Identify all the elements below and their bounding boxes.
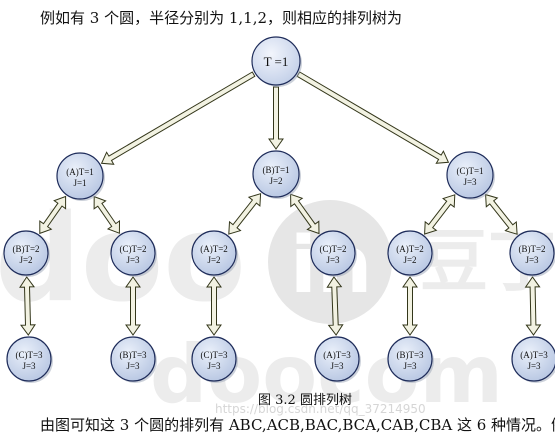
node-label-line2: J=3	[403, 361, 417, 371]
node-label-line2: J=3	[330, 361, 344, 371]
edge-l2-to-l3-5	[402, 276, 418, 336]
node-label-line2: J=3	[326, 255, 340, 265]
edge-l1-to-l2-1	[39, 195, 67, 235]
edge-root-to-l1-3	[296, 71, 450, 164]
tree-node-l2-1: (B)T=2J=2	[3, 230, 50, 277]
node-label-line2: J=2	[207, 255, 220, 265]
edge-root-to-l1-2	[268, 86, 284, 150]
tree-node-l3-5: (B)T=3J=3	[387, 336, 434, 383]
node-label-line1: (B)T=3	[119, 350, 147, 360]
tree-node-l2-5: (A)T=2J=2	[387, 230, 434, 277]
root-label: T =1	[264, 54, 289, 69]
tree-node-root: T =1	[251, 36, 302, 87]
node-label-line1: (C)T=1	[456, 166, 483, 176]
node-label-line2: J=3	[22, 361, 36, 371]
node-label-line1: (C)T=2	[319, 244, 346, 254]
watermark-url: https://blog.csdn.net/qq_37214950	[215, 402, 426, 416]
node-label-line2: J=2	[403, 255, 416, 265]
node-label-line2: J=3	[527, 361, 541, 371]
tree-edges	[19, 71, 542, 336]
tree-node-l1-1: (A)T=1J=1	[56, 152, 105, 201]
node-label-line2: J=3	[126, 255, 140, 265]
node-label-line2: J=1	[73, 178, 86, 188]
node-label-line1: (C)T=3	[200, 350, 228, 360]
tree-node-l2-6: (B)T=2J=3	[509, 230, 555, 277]
node-label-line1: (A)T=3	[323, 350, 351, 360]
node-label-line1: (A)T=1	[66, 167, 94, 177]
tree-node-l3-4: (A)T=3J=3	[314, 336, 361, 383]
tree-node-l1-3: (C)T=1J=3	[446, 151, 495, 200]
node-label-line1: (B)T=2	[12, 244, 39, 254]
tree-node-l2-2: (C)T=2J=3	[110, 230, 157, 277]
edge-l1-to-l2-3	[228, 193, 262, 235]
node-label-line1: (B)T=2	[518, 244, 545, 254]
tree-node-l3-2: (B)T=3J=3	[110, 336, 157, 383]
edge-l2-to-l3-2	[125, 276, 141, 336]
node-label-line1: (B)T=1	[262, 165, 289, 175]
tree-nodes: T =1(A)T=1J=1(B)T=1J=2(C)T=1J=3(B)T=2J=2…	[3, 36, 555, 383]
edge-l2-to-l3-3	[206, 276, 222, 336]
tree-node-l1-2: (B)T=1J=2	[252, 150, 301, 199]
edge-l2-to-l3-6	[524, 276, 542, 336]
node-label-line1: (A)T=3	[520, 350, 548, 360]
node-label-line2: J=3	[126, 361, 140, 371]
node-label-line1: (A)T=2	[396, 244, 424, 254]
outro-text: 由图可知这 3 个圆的排列有 ABC,ACB,BAC,BCA,CAB,CBA 这…	[40, 416, 555, 434]
tree-node-l2-3: (A)T=2J=2	[191, 230, 238, 277]
edge-l1-to-l2-4	[290, 193, 320, 235]
edge-l1-to-l2-6	[485, 193, 518, 235]
intro-text: 例如有 3 个圆，半径分别为 1,1,2，则相应的排列树为	[40, 9, 403, 27]
edge-l2-to-l3-4	[326, 276, 344, 336]
tree-node-l3-6: (A)T=3J=3	[511, 336, 555, 383]
node-label-line1: (A)T=2	[200, 244, 228, 254]
node-label-line1: (B)T=3	[396, 350, 424, 360]
node-label-line2: J=2	[19, 255, 32, 265]
tree-node-l3-3: (C)T=3J=3	[191, 336, 238, 383]
edge-l1-to-l2-2	[93, 195, 121, 234]
edge-root-to-l1-1	[100, 71, 256, 165]
node-label-line2: J=3	[525, 255, 539, 265]
node-label-line2: J=2	[269, 176, 282, 186]
node-label-line1: (C)T=2	[119, 244, 146, 254]
edge-l1-to-l2-5	[424, 194, 456, 235]
node-label-line2: J=3	[463, 177, 477, 187]
node-label-line1: (C)T=3	[15, 350, 43, 360]
figure-caption: 图 3.2 圆排列树	[258, 393, 352, 408]
tree-node-l2-4: (C)T=2J=3	[310, 230, 357, 277]
tree-node-l3-1: (C)T=3J=3	[6, 336, 53, 383]
node-label-line2: J=3	[207, 361, 221, 371]
edge-l2-to-l3-1	[19, 276, 36, 336]
